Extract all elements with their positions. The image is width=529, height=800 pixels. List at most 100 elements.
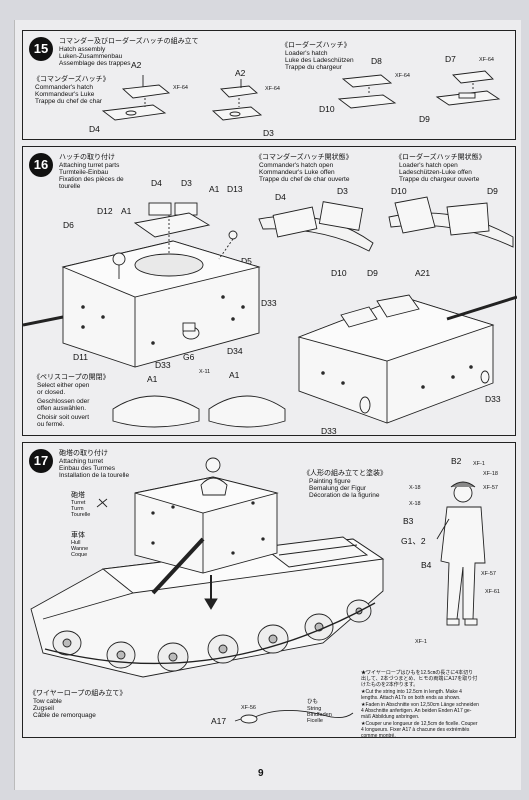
cable-note: mäß Abbildung anbringen. <box>361 714 420 720</box>
step-title-fr: Fixation des pièces de <box>59 176 124 183</box>
part-label: G6 <box>183 352 195 362</box>
part-label: D33 <box>485 394 501 404</box>
periscope-text: Select either open <box>37 382 90 389</box>
figure-title-fr: Décoration de la figurine <box>309 492 380 499</box>
part-label: G1、2 <box>401 536 426 546</box>
part-label: D33 <box>155 360 171 370</box>
commander-hatch-jp: 《コマンダーズハッチ》 <box>33 75 110 83</box>
paint-code: XF-64 <box>265 86 280 92</box>
part-label: D10 <box>331 268 347 278</box>
hull-label-en: Hull <box>71 540 81 546</box>
step-number: 15 <box>29 37 53 61</box>
part-label: D3 <box>181 178 192 188</box>
paint-code: XF-61 <box>485 589 500 595</box>
turret-assembly-drawing <box>23 196 517 428</box>
paint-code: X-11 <box>199 369 211 375</box>
part-label: D4 <box>275 192 286 202</box>
cable-note: lengths. Attach A17s on both ends as sho… <box>361 695 461 701</box>
step-title-jp: ハッチの取り付け <box>59 153 115 161</box>
tow-cable-en: Tow cable <box>33 698 62 705</box>
step-title-fr: Assemblage des trappes <box>59 60 131 67</box>
part-label: D33 <box>261 298 277 308</box>
part-label: D13 <box>227 184 243 194</box>
periscope-jp: 《ペリスコープの開閉》 <box>33 373 110 381</box>
commander-hatch-en: Commander's hatch <box>35 84 93 91</box>
part-label: D33 <box>321 426 337 436</box>
part-label: B3 <box>403 516 414 526</box>
paint-code: XF-64 <box>173 85 188 91</box>
tow-cable-jp: 《ワイヤーロープの組み立て》 <box>29 689 127 697</box>
paint-code: XF-64 <box>479 57 494 63</box>
periscope-text: Geschlossen oder <box>37 398 90 405</box>
part-label: D9 <box>419 114 430 124</box>
part-label: A1 <box>229 370 240 380</box>
figure-title-jp: 《人形の組み立てと塗装》 <box>303 469 387 477</box>
loader-open-fr: Trappe du chargeur ouverte <box>399 176 480 183</box>
cable-note: 4 longueurs. Fixer A17 à chacune des ext… <box>361 727 470 733</box>
part-label: D5 <box>241 256 252 266</box>
part-label: D4 <box>89 124 100 134</box>
step-number: 16 <box>29 153 53 177</box>
paint-code: X-18 <box>409 485 421 491</box>
part-label: A21 <box>415 268 431 278</box>
turret-label-de: Turm <box>71 506 84 512</box>
part-label: D11 <box>73 352 88 362</box>
periscope-text: or closed. <box>37 389 66 396</box>
part-label: A2 <box>235 68 246 78</box>
part-label: D10 <box>319 104 335 114</box>
commander-open-jp: 《コマンダーズハッチ開状態》 <box>255 153 353 161</box>
loader-open-en: Loader's hatch open <box>399 162 458 169</box>
cable-note: ★Cut the string into 12.5cm in length. M… <box>361 689 462 695</box>
step-15-panel: 15 コマンダー及びローダーズハッチの組み立て Hatch assembly L… <box>22 30 516 140</box>
loader-hatch-en: Loader's hatch <box>285 50 328 57</box>
part-label: B2 <box>451 456 462 466</box>
paint-code: XF-57 <box>483 485 498 491</box>
cable-note: 出して、2本づつまとめ、ヒモの両端にA17を取り付 <box>361 676 478 682</box>
cable-note: ★ワイヤーロープはひもを12.5㎝の長さに4本切り <box>361 670 474 676</box>
step-title-fr: tourelle <box>59 183 81 190</box>
string-label-de: Bindfaden <box>307 712 332 718</box>
part-label: A1 <box>209 184 220 194</box>
step-16-panel: 16 ハッチの取り付け Attaching turret parts Turmt… <box>22 146 517 436</box>
string-label-jp: ひも <box>307 699 319 705</box>
part-label: D7 <box>445 54 456 64</box>
part-label: D4 <box>151 178 162 188</box>
page-number: 9 <box>258 768 264 779</box>
periscope-text: ou fermé. <box>37 421 65 428</box>
hull-label-fr: Coque <box>71 552 88 558</box>
part-label: D3 <box>337 186 348 196</box>
step-title-jp: コマンダー及びローダーズハッチの組み立て <box>59 37 199 45</box>
cable-note: ★Couper une longueur de 12,5cm de ficell… <box>361 721 478 727</box>
hatch-drawings <box>101 70 501 121</box>
periscope-text: offen auswählen. <box>37 405 87 412</box>
loader-hatch-jp: 《ローダーズハッチ》 <box>281 41 351 49</box>
step-title-fr: Installation de la tourelle <box>59 472 130 479</box>
cable-note: けたものを2本作ります。 <box>361 682 419 688</box>
tow-cable-fr: Câble de remorquage <box>33 712 96 719</box>
loader-hatch-fr: Trappe du chargeur <box>285 64 342 71</box>
step-17-panel: 17 砲塔の取り付け Attaching turret Einbau des T… <box>22 442 516 739</box>
paint-code: XF-56 <box>241 705 256 711</box>
paint-code: XF-1 <box>473 461 485 467</box>
paint-code: XF-57 <box>481 571 496 577</box>
step-title-en: Attaching turret <box>59 458 104 465</box>
commander-hatch-de: Kommandeur's Luke <box>35 91 95 98</box>
commander-hatch-fr: Trappe du chef de char <box>35 98 102 105</box>
cable-note: 4 Abschnitte anfertigen. An beiden Enden… <box>361 708 472 714</box>
part-label: D3 <box>263 128 274 138</box>
step-title-en: Hatch assembly <box>59 46 106 53</box>
part-label: D12 <box>97 206 113 216</box>
paint-code: XF-1 <box>415 639 427 645</box>
loader-open-de: Ladeschützen-Luke offen <box>399 169 472 176</box>
part-label: A1 <box>121 206 132 216</box>
hull-label-jp: 車体 <box>71 531 85 539</box>
part-label: D9 <box>487 186 498 196</box>
step-title-de: Luken-Zusammenbau <box>59 53 123 60</box>
cable-note: comme montré. <box>361 733 396 739</box>
part-label: A17 <box>211 716 227 726</box>
step-title-jp: 砲塔の取り付け <box>59 449 108 457</box>
part-label: A2 <box>131 60 142 70</box>
step-title-de: Turmteile-Einbau <box>59 169 109 176</box>
commander-open-de: Kommandeur's Luke offen <box>259 169 335 176</box>
part-label: B4 <box>421 560 432 570</box>
